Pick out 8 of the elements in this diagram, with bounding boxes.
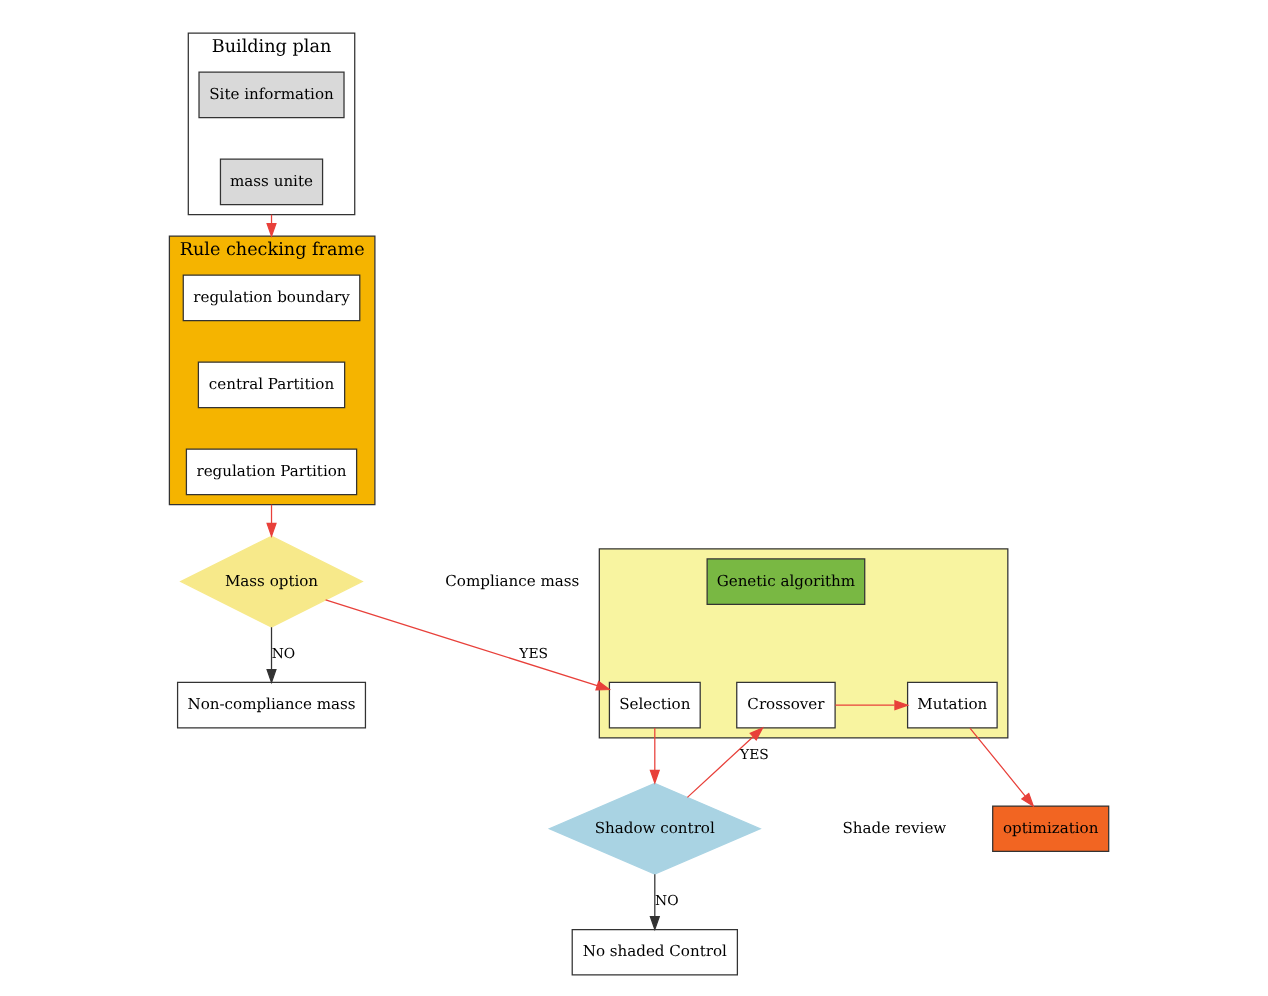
arrow [325, 598, 612, 690]
arrow [266, 503, 277, 537]
arrow [834, 698, 910, 710]
arrow [686, 725, 764, 797]
arrow [266, 625, 277, 684]
arrow [649, 872, 661, 931]
arrow [969, 726, 1035, 807]
arrow [649, 726, 661, 784]
